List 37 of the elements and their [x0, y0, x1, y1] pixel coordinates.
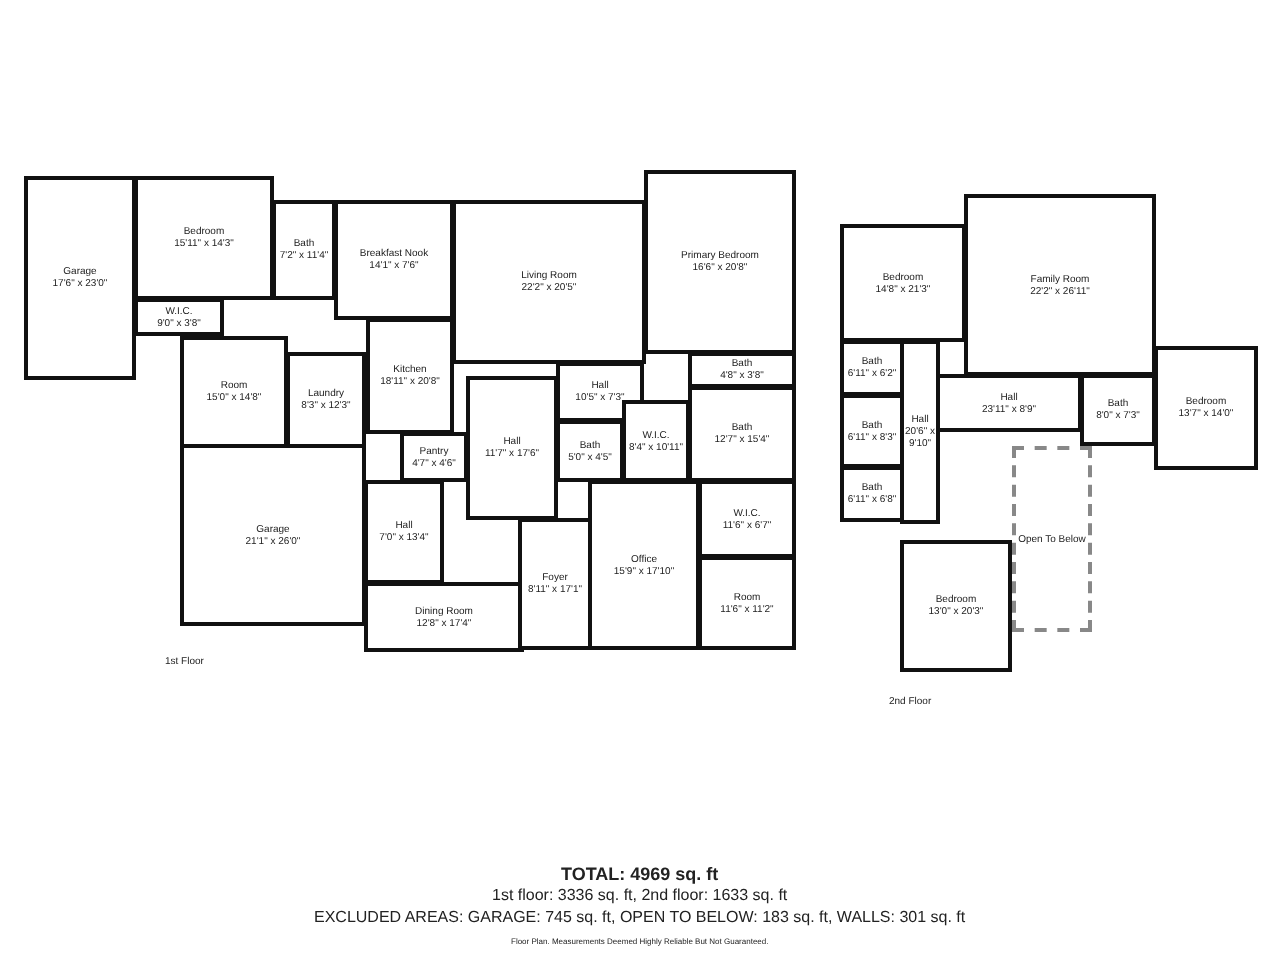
room-outline: [400, 432, 468, 482]
total-area-text: TOTAL: 4969 sq. ft: [561, 864, 719, 884]
room-outline: [588, 480, 700, 650]
room-outline: [1154, 346, 1258, 470]
room-outline: [134, 176, 274, 300]
room-outline: [964, 194, 1156, 376]
room-outline: [556, 420, 624, 482]
room-outline: [698, 480, 796, 558]
room-outline: [840, 466, 904, 522]
room-outline: [936, 374, 1082, 432]
room-outline: [24, 176, 136, 380]
room-outline: [840, 394, 904, 468]
room-outline: [286, 352, 366, 448]
room-outline: [840, 340, 904, 396]
room-outline: [272, 200, 336, 300]
room-outline: [180, 336, 288, 448]
room-outline: [334, 200, 454, 320]
area-breakdown-text: 1st floor: 3336 sq. ft, 2nd floor: 1633 sq. ft: [492, 886, 788, 904]
room-outline: [900, 340, 940, 524]
room-outline: [1012, 446, 1092, 632]
room-outline: [518, 518, 592, 650]
room-outline: [900, 540, 1012, 672]
room-outline: [622, 400, 690, 482]
room-outline: [134, 298, 224, 336]
room-outline: [688, 352, 796, 388]
room-outline: [364, 582, 524, 652]
room-outline: [698, 556, 796, 650]
room-outline: [452, 200, 646, 364]
excluded-areas-text: EXCLUDED AREAS: GARAGE: 745 sq. ft, OPEN TO BELOW: 183 sq. ft, WALLS: 301 sq. ft: [314, 908, 966, 926]
room-outline: [840, 224, 966, 342]
room-outline: [466, 376, 558, 520]
room-outline: [1080, 374, 1156, 446]
room-outline: [688, 386, 796, 482]
room-outline: [366, 318, 454, 434]
room-outline: [364, 480, 444, 584]
room-outline: [180, 444, 366, 626]
room-outline: [644, 170, 796, 354]
